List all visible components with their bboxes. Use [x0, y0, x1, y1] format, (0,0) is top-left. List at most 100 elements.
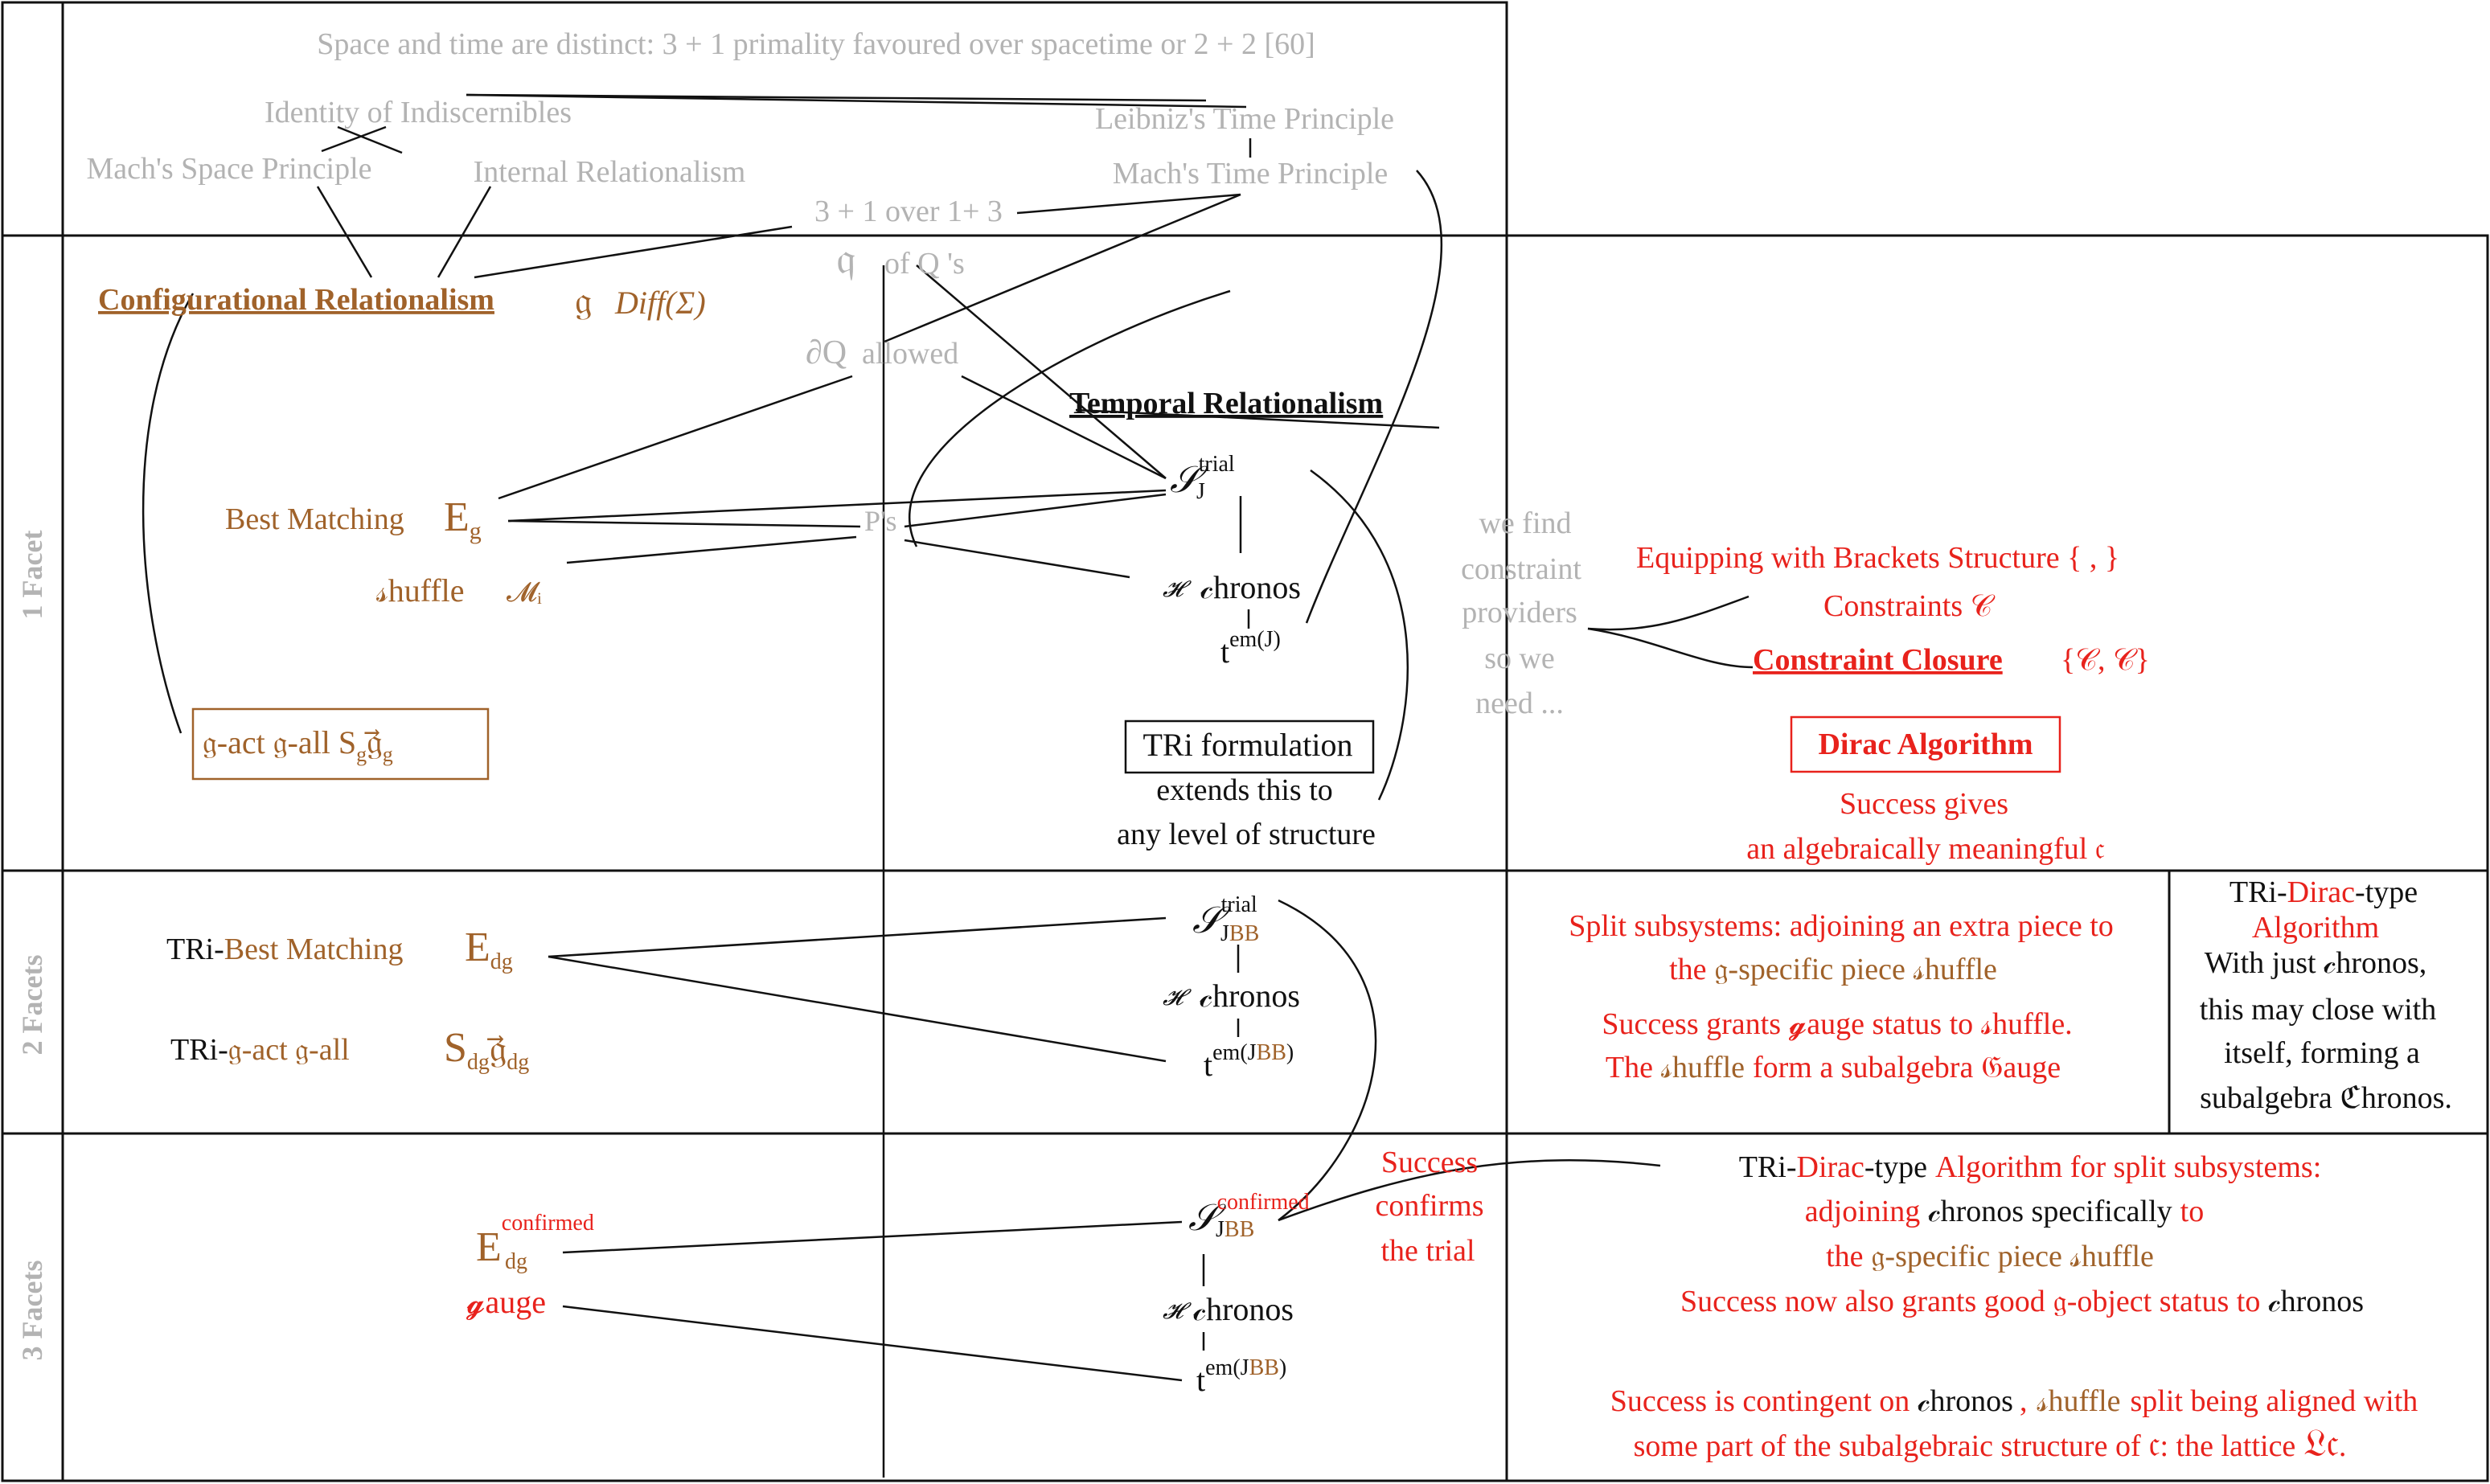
g-vec: 𝔤⃗	[486, 1027, 507, 1070]
success-confirms-line: the trial	[1380, 1234, 1475, 1268]
split-shuffle: 𝓈huffle	[1914, 953, 1997, 986]
connector-curve	[142, 293, 195, 734]
m-i: 𝓜ᵢ	[507, 578, 542, 608]
subalgebra-chronos: subalgebra ℭhronos.	[2200, 1081, 2452, 1115]
best-matching: Best Matching	[225, 502, 404, 536]
piece-c: 𝓈huffle	[2070, 1240, 2154, 1273]
h-symbol: 𝓗	[1163, 577, 1192, 602]
g-act-all-label: 𝔤-act 𝔤-all	[228, 1033, 350, 1067]
connector	[1016, 193, 1241, 215]
s-sub-j: J	[1220, 921, 1229, 946]
e-subscript: dg	[490, 949, 513, 974]
facet-label-1: 1 Facet	[16, 531, 48, 620]
we-find-line: so we	[1484, 642, 1555, 675]
connector	[562, 1220, 1183, 1254]
chronos: 𝒸hronos	[1200, 569, 1301, 605]
piece-a: the	[1826, 1240, 1863, 1273]
facet-label-3: 3 Facets	[16, 1261, 48, 1361]
e-dg: Edg	[465, 924, 513, 974]
s-sub-jbb: JBB	[1216, 1217, 1254, 1242]
q-symbol: 𝔮	[836, 234, 855, 284]
split-the: the	[1669, 953, 1706, 986]
row2-left: TRi-Best Matching Edg TRi-𝔤-act 𝔤-all Sd…	[166, 924, 529, 1075]
e-sup-confirmed: confirmed	[502, 1211, 594, 1236]
t-em-j: tem(J)	[1220, 627, 1281, 670]
g-act-all: 𝔤-act 𝔤-all S	[203, 724, 356, 760]
s-jbb-confirmed: 𝒮confirmed	[1188, 1190, 1310, 1238]
t-letter: t	[1220, 633, 1229, 670]
mach-space-principle: Mach's Space Principle	[86, 152, 371, 186]
lattice-a: some part of the subalgebraic structure …	[1634, 1429, 2141, 1463]
itself-forming: itself, forming a	[2224, 1036, 2420, 1070]
e-g: Eg	[444, 494, 482, 544]
t-sup-bb: BB	[1257, 1040, 1286, 1065]
s-sup: trial	[1221, 892, 1257, 917]
piece-b: 𝔤-specific piece	[1872, 1240, 2062, 1273]
gauge: 𝓰auge	[466, 1284, 546, 1320]
t-sup-end: )	[1286, 1040, 1294, 1065]
split-subsystems-line2: the 𝔤-specific piece 𝓈huffle	[1669, 953, 1997, 986]
s-sub-j: J	[1216, 1217, 1224, 1242]
e-confirmed: Econfirmed	[476, 1211, 594, 1270]
algebraically-meaningful: an algebraically meaningful 𝔠	[1746, 832, 2105, 866]
three-plus-one: 3 + 1 over 1+ 3	[814, 195, 1003, 228]
subalgebraic-lattice: some part of the subalgebraic structure …	[1634, 1422, 2347, 1465]
t-sup-bb: BB	[1249, 1355, 1279, 1380]
row1-left: Configurational Relationalism 𝔤 Diff(Σ) …	[98, 280, 706, 766]
success-confirms-line: confirms	[1375, 1189, 1483, 1223]
algo-b: Dirac	[1797, 1150, 1864, 1184]
lattice-e: .	[2339, 1429, 2347, 1463]
adjoin-b: 𝒸hronos specifically	[1928, 1195, 2172, 1228]
t-sup-em: em(J	[1205, 1355, 1249, 1380]
mach-time-principle: Mach's Time Principle	[1113, 157, 1389, 191]
s-letter: S	[444, 1025, 467, 1071]
connector	[884, 193, 1241, 343]
s-dg-gvec: Sdg𝔤⃗dg	[444, 1025, 529, 1075]
ps-label: P's	[864, 505, 897, 537]
chronos: 𝒸hronos	[1193, 1291, 1294, 1327]
contingent-e: split being aligned with	[2131, 1384, 2418, 1418]
algo-d: Algorithm for split subsystems:	[1935, 1150, 2321, 1184]
boxes	[191, 707, 2061, 781]
row1-center: 𝔮 of Q 's ∂Q allowed Temporal Relational…	[806, 234, 1383, 851]
connector	[316, 186, 373, 278]
good-a: Success now also grants good	[1680, 1285, 2045, 1318]
algo-a: TRi-	[1739, 1150, 1797, 1184]
g-symbol: 𝔤	[575, 280, 592, 322]
equipping-brackets: Equipping with Brackets Structure { , }	[1636, 541, 2119, 575]
identity-of-indiscernibles: Identity of Indiscernibles	[265, 96, 572, 129]
contingent-a: Success is contingent on	[1610, 1384, 1910, 1418]
connector-curve	[1278, 1159, 1661, 1222]
subalg-c: form a subalgebra	[1753, 1051, 1973, 1084]
algo-c: -type	[1864, 1150, 1927, 1184]
header-statement: Space and time are distinct: 3 + 1 prima…	[317, 27, 1315, 61]
we-find-line: constraint	[1461, 552, 1581, 586]
contingent-d: 𝓈huffle	[2037, 1384, 2120, 1418]
connector-curve	[1310, 469, 1409, 801]
connector	[961, 375, 1167, 480]
connector	[466, 93, 1247, 109]
constraint-closure: Constraint Closure	[1753, 643, 2003, 677]
g-act-sub2: g	[383, 743, 393, 766]
connector-curve	[1587, 595, 1750, 631]
success-confirms-line: Success	[1381, 1146, 1478, 1179]
h-symbol: 𝓗	[1163, 1299, 1192, 1324]
best-matching-label: Best Matching	[224, 933, 404, 966]
success-confirms-block: Success confirms the trial	[1375, 1146, 1483, 1268]
adjoin-c: to	[2180, 1195, 2205, 1228]
s-sub-j: J	[1196, 479, 1205, 504]
e-subscript: g	[470, 518, 482, 544]
diff-sigma: Diff(Σ)	[614, 285, 706, 321]
row3-center: Success confirms the trial 𝒮confirmed JB…	[1163, 1146, 1484, 1398]
connector	[904, 493, 1167, 528]
split-g-piece: 𝔤-specific piece	[1715, 953, 1905, 986]
connector-curve	[1278, 899, 1377, 1221]
g-act-box	[191, 707, 490, 781]
